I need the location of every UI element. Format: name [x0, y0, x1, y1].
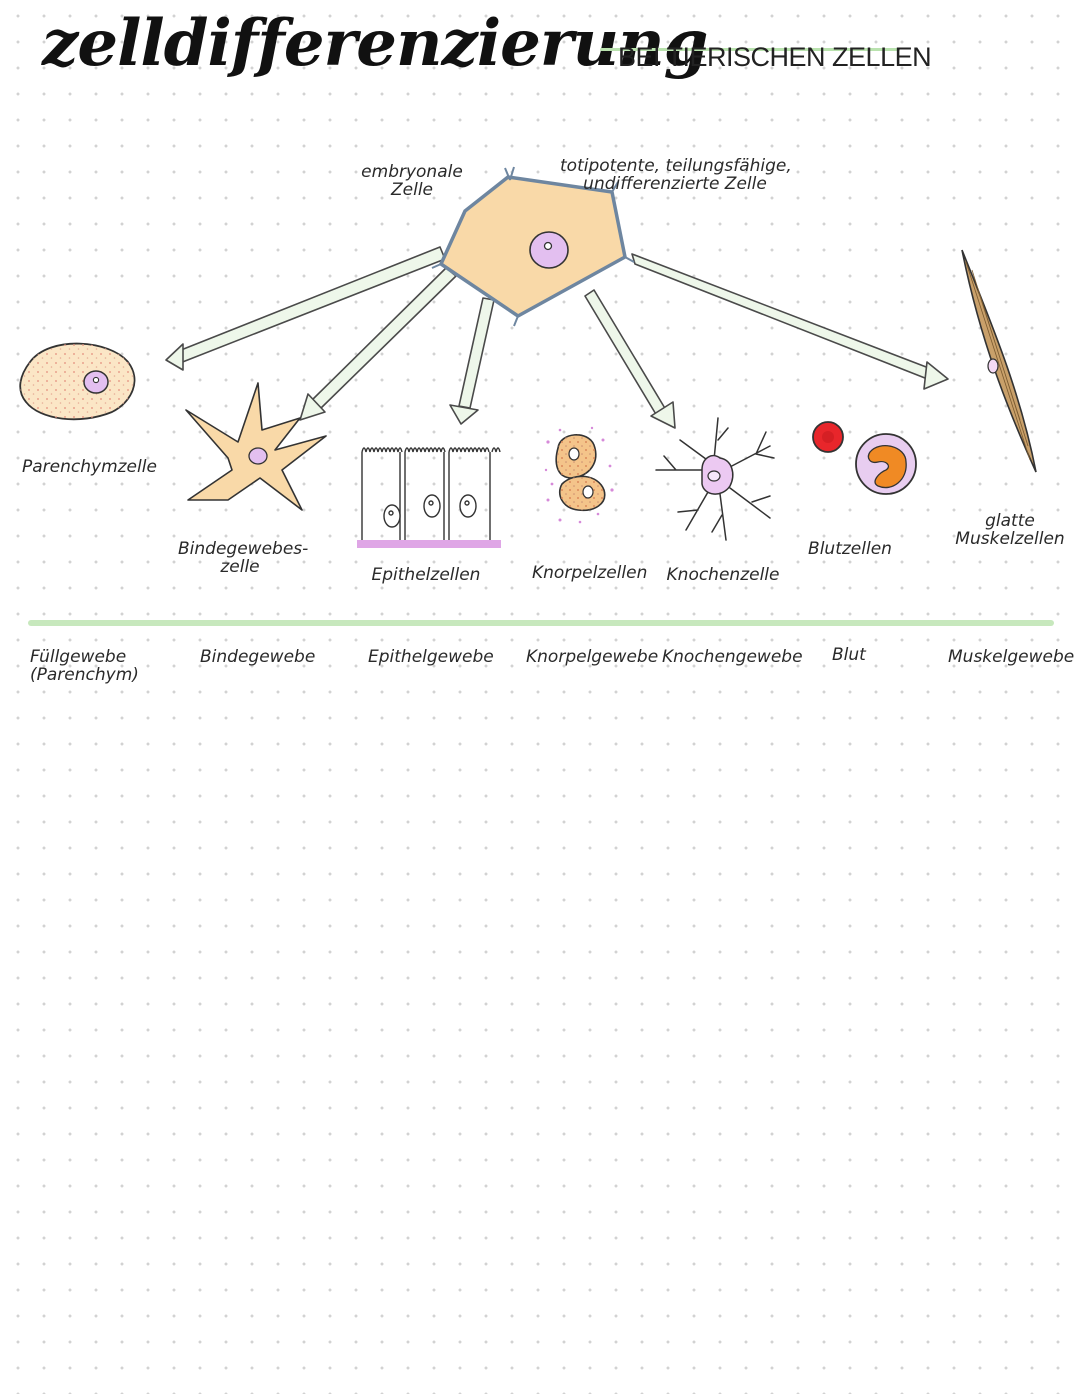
epithelial-cells-icon: [357, 447, 501, 548]
differentiation-arrows: [165, 246, 949, 429]
arrow-to-knochenzelle: [584, 289, 676, 429]
tissue-label-knochengewebe: Knochengewebe: [662, 647, 803, 667]
section-divider: [28, 620, 1054, 626]
embryonic-cell-icon: [431, 166, 635, 327]
cell-label-muskelzellen: glatte Muskelzellen: [955, 511, 1065, 549]
stem-cell-description: totipotente, teilungsfähige, undifferenz…: [560, 156, 792, 194]
arrow-to-epithelzellen: [449, 297, 495, 425]
bone-cell-icon: [655, 417, 775, 541]
blood-cells-icon: [812, 421, 917, 495]
tissue-label-muskelgewebe: Muskelgewebe: [948, 647, 1075, 667]
arrow-to-muskelzellen: [631, 253, 949, 390]
arrow-to-bindegewebeszelle: [299, 267, 457, 421]
cell-label-knochenzelle: Knochenzelle: [666, 565, 780, 585]
cartilage-cells-icon: [544, 426, 614, 524]
tissue-label-epithelgewebe: Epithelgewebe: [368, 647, 494, 667]
cell-label-parenchymzelle: Parenchymzelle: [22, 457, 157, 477]
cell-label-knorpelzellen: Knorpelzellen: [532, 563, 648, 583]
connective-tissue-cell-icon: [185, 382, 327, 511]
page-title: zelldifferenzierung: [42, 6, 708, 81]
tissue-label-fuellgewebe: Füllgewebe (Parenchym): [30, 647, 139, 685]
smooth-muscle-cell-icon: [961, 249, 1037, 473]
arrow-to-parenchymzelle: [165, 246, 446, 371]
cell-label-bindegewebeszelle: Bindegewebes- zelle: [178, 539, 309, 577]
stem-cell-label: embryonale Zelle: [361, 162, 463, 200]
parenchyma-cell-icon: [19, 342, 136, 421]
subtitle-highlight: [600, 48, 900, 51]
tissue-label-blut: Blut: [832, 645, 866, 665]
cell-label-epithelzellen: Epithelzellen: [371, 565, 481, 585]
tissue-label-knorpelgewebe: Knorpelgewebe: [526, 647, 659, 667]
cell-label-blutzellen: Blutzellen: [808, 539, 892, 559]
page-subtitle: BEI TIERISCHEN ZELLEN: [618, 42, 932, 72]
tissue-label-bindegewebe: Bindegewebe: [200, 647, 316, 667]
